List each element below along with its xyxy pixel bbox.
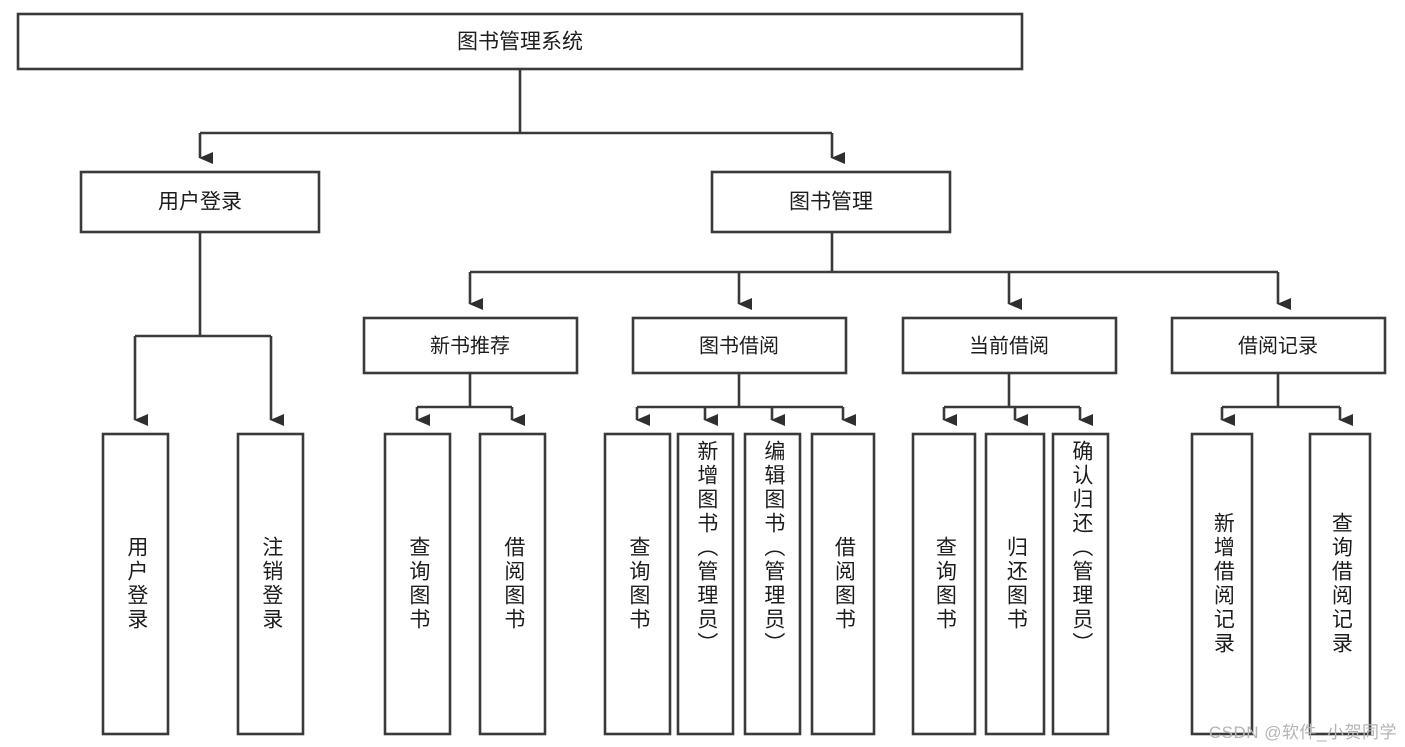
leaf-query-book-1-rect[interactable] [383,432,452,736]
csdn-watermark: CSDN @软件_小贺同学 [1208,723,1397,742]
node-root[interactable]: 图书管理系统 [16,12,1024,71]
node-book-manage-label: 图书管理 [789,191,873,214]
leaf-query-book-2-rect[interactable] [603,432,672,736]
leaf-confirm-return-rect[interactable] [1051,432,1110,736]
connector-new-book-rec-to-leaves [415,373,525,426]
node-root-label: 图书管理系统 [457,31,583,54]
node-current-borrow-label: 当前借阅 [969,334,1049,357]
connector-user-login-to-leaves [133,232,284,426]
connector-current-borrow-to-leaves [942,373,1093,426]
leaf-add-record-rect[interactable] [1190,432,1254,736]
node-book-borrow-label: 图书借阅 [699,334,779,357]
connector-root-to-level1 [198,69,845,164]
leaf-return-book-rect[interactable] [984,432,1046,736]
node-book-manage[interactable]: 图书管理 [710,170,952,234]
leaf-logout-rect[interactable] [236,432,305,736]
leaf-user-login-rect[interactable] [101,432,170,736]
leaf-query-book-3-rect[interactable] [911,432,977,736]
connector-book-manage-to-level2 [468,232,1291,310]
node-new-book-rec[interactable]: 新书推荐 [362,316,579,375]
leaf-add-book-rect[interactable] [676,432,735,736]
leaf-borrow-book-1-rect[interactable] [478,432,547,736]
node-book-borrow[interactable]: 图书借阅 [631,316,848,375]
leaf-query-record-rect[interactable] [1308,432,1372,736]
node-user-login[interactable]: 用户登录 [79,170,321,234]
node-borrow-record-label: 借阅记录 [1238,334,1318,357]
node-current-borrow[interactable]: 当前借阅 [901,316,1118,375]
leaf-edit-book-rect[interactable] [743,432,802,736]
leaf-borrow-book-2-rect[interactable] [810,432,876,736]
node-new-book-rec-label: 新书推荐 [430,334,510,357]
connector-borrow-record-to-leaves [1220,373,1353,426]
connector-book-borrow-to-leaves [635,373,856,426]
node-borrow-record[interactable]: 借阅记录 [1170,316,1387,375]
leaf-node-rects [101,432,1372,736]
node-user-login-label: 用户登录 [158,191,242,214]
